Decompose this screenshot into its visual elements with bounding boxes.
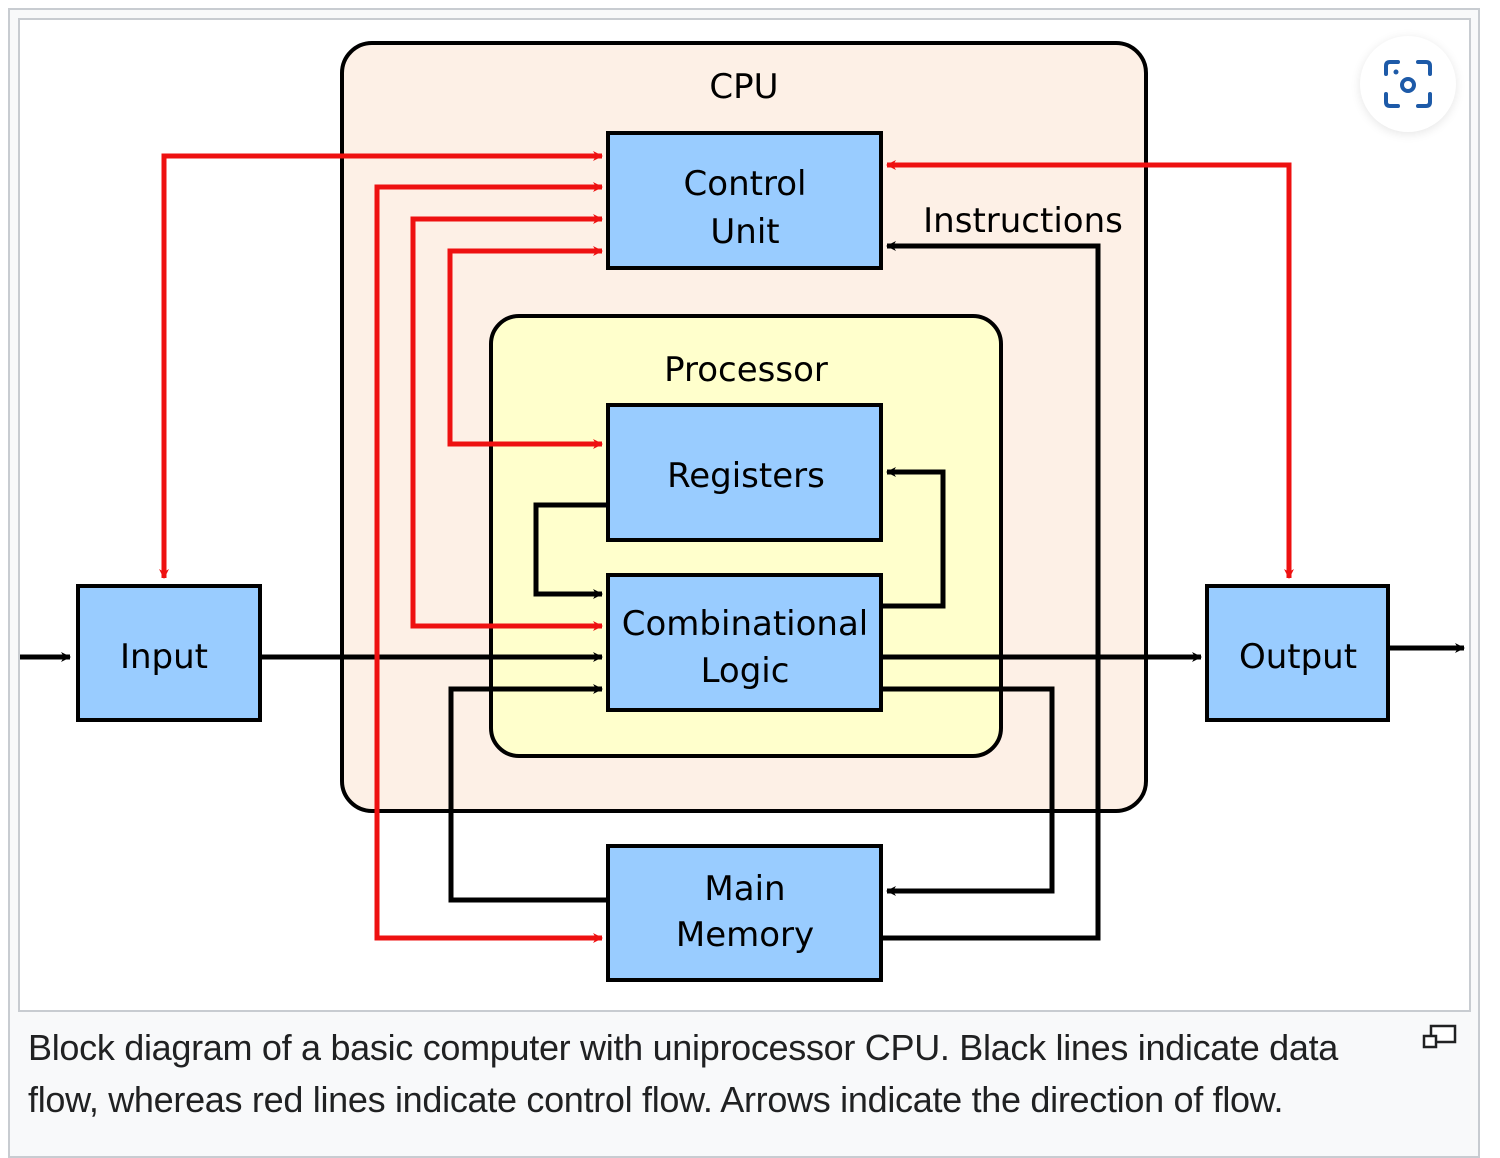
block-control-unit: Control Unit [606, 131, 883, 270]
edge-memory-to-control-instructions [881, 241, 1101, 941]
block-main-memory: Main Memory [606, 844, 883, 982]
figure-caption: Block diagram of a basic computer with u… [28, 1027, 1339, 1120]
main-memory-label-line1: Main [704, 869, 785, 909]
combinational-logic-label-line2: Logic [701, 651, 790, 691]
processor-label: Processor [664, 350, 828, 390]
control-unit-label-line2: Unit [710, 212, 779, 252]
output-label: Output [1239, 637, 1357, 677]
edge-logic-to-registers [881, 467, 946, 609]
edge-registers-to-logic [533, 502, 608, 599]
image-search-button[interactable] [1360, 36, 1456, 132]
data-flow-lines [20, 241, 1465, 941]
cpu-label: CPU [709, 67, 778, 107]
image-search-icon [1384, 60, 1432, 108]
registers-label: Registers [667, 456, 825, 496]
input-label: Input [120, 637, 208, 677]
block-output: Output [1205, 584, 1390, 722]
control-unit-label-line1: Control [684, 164, 807, 204]
edge-logic-to-memory [881, 686, 1055, 896]
block-input: Input [76, 584, 262, 722]
combinational-logic-label-line1: Combinational [622, 604, 868, 644]
edge-memory-to-logic [448, 684, 608, 903]
instructions-label: Instructions [923, 201, 1123, 241]
control-flow-lines [159, 151, 1294, 943]
block-combinational-logic: Combinational Logic [606, 573, 883, 712]
main-memory-label-line2: Memory [676, 915, 814, 955]
block-registers: Registers [606, 403, 883, 542]
enlarge-icon[interactable] [1422, 1024, 1458, 1052]
